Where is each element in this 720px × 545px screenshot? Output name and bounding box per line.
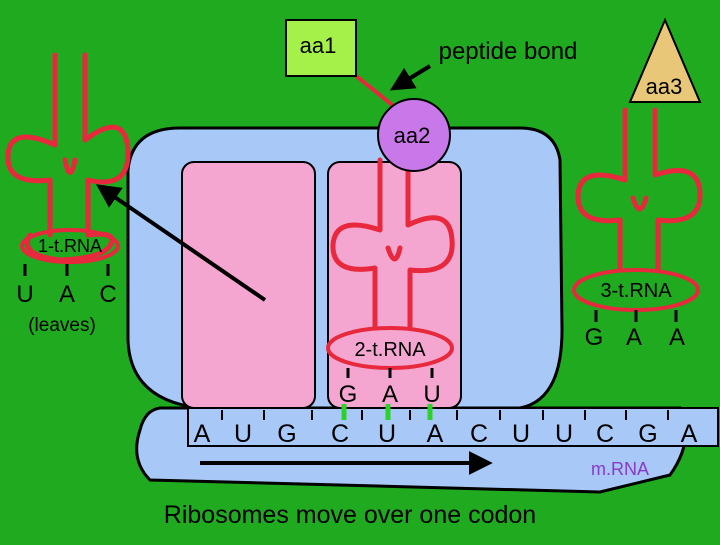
peptide-bond-line [353,73,398,110]
caption: Ribosomes move over one codon [164,501,536,529]
mrna-base-4: C [331,420,349,448]
trna-1-anticodon-base-2: A [59,281,75,308]
aa3-triangle [628,17,702,103]
peptide-bond-arrow [389,64,432,91]
trna-3-anticodon-base-3: A [669,324,685,351]
trna-1-anticodon-ticks [23,264,110,276]
trna-3-shape [575,107,703,278]
mrna-base-8: U [512,420,530,448]
mrna-base-6: A [427,420,444,448]
trna-1-leaves-label: (leaves) [28,315,96,336]
aa2-label: aa2 [394,123,431,148]
trna-3-anticodon-ticks [594,310,678,322]
aa2-circle [377,98,451,172]
mrna-base-9: U [555,420,573,448]
mrna-strip [187,407,719,447]
trna-3-anticodon-base-1: G [585,324,604,351]
mrna-base-12: A [681,420,698,448]
peptide-bond-label: peptide bond [439,38,578,65]
mrna-label: m.RNA [591,459,649,479]
trna-2-shape [330,157,455,333]
trna-1-label: 1-t.RNA [38,236,102,256]
mrna-codon-dividers [221,410,669,420]
trna-3-anticodon-base-2: A [626,324,642,351]
trna-leaving-arrow [96,184,267,302]
trna-2-base-pair-lines [341,404,433,420]
mrna-base-5: U [378,420,396,448]
trna-2-label: 2-t.RNA [354,339,426,361]
mrna-base-10: C [596,420,614,448]
mrna-base-3: G [277,420,296,448]
trna-1-anticodon-base-1: U [16,281,33,308]
mrna-base-2: U [234,420,252,448]
mrna-base-1: A [194,420,211,448]
aa1-label: aa1 [300,33,337,58]
ribosome-p-site [181,161,316,409]
aa1-box [285,19,357,77]
trna-2-anticodon-base-2: A [382,381,398,408]
trna-2-anticodon-base-3: U [423,381,440,408]
trna-2-anticodon-base-1: G [339,381,358,408]
trna-3-label: 3-t.RNA [600,280,672,302]
mrna-base-7: C [470,420,488,448]
trna-1-anticodon-base-3: C [99,281,116,308]
trna-2-anticodon-ticks [346,368,434,378]
mrna-base-11: G [638,420,657,448]
trna-1-anticodon-loop [20,228,120,264]
aa3-label: aa3 [646,74,683,99]
